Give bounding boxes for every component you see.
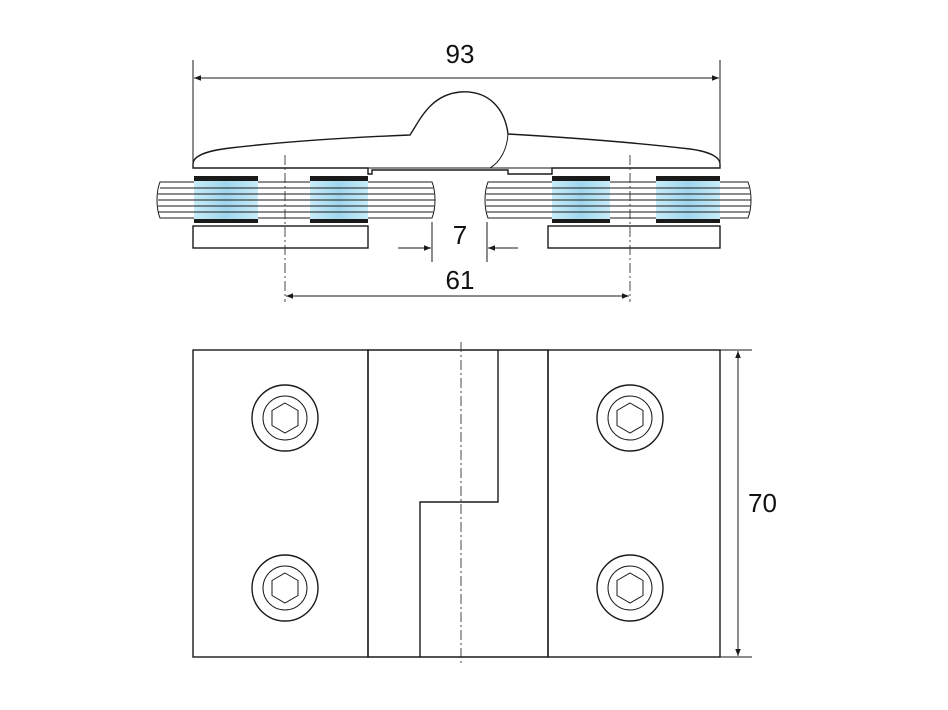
gaskets [194, 176, 720, 223]
hinge-knuckle-curve [489, 133, 509, 169]
screw-top-left [251, 384, 319, 452]
side-view: 93 [156, 39, 752, 302]
front-view: 70 [192, 342, 777, 664]
dimension-hole-spacing: 61 [286, 265, 629, 299]
dimension-93-label: 93 [446, 39, 475, 69]
screw-top-right [596, 384, 664, 452]
dimension-overall-width: 93 [192, 39, 721, 168]
hinge-body-profile [192, 91, 721, 175]
hinge-knuckle-outline [367, 349, 549, 658]
clamp-plate-left [192, 225, 369, 249]
screw-bottom-left [251, 554, 319, 622]
hinge-knuckle-step [419, 350, 499, 657]
clamp-plate-right [547, 225, 721, 249]
dimension-height: 70 [720, 349, 777, 658]
screw-bottom-right [596, 554, 664, 622]
dimension-70-label: 70 [748, 488, 777, 518]
dimension-7-label: 7 [453, 220, 467, 250]
dimension-61-label: 61 [446, 265, 475, 295]
dimension-gap: 7 [398, 220, 518, 262]
